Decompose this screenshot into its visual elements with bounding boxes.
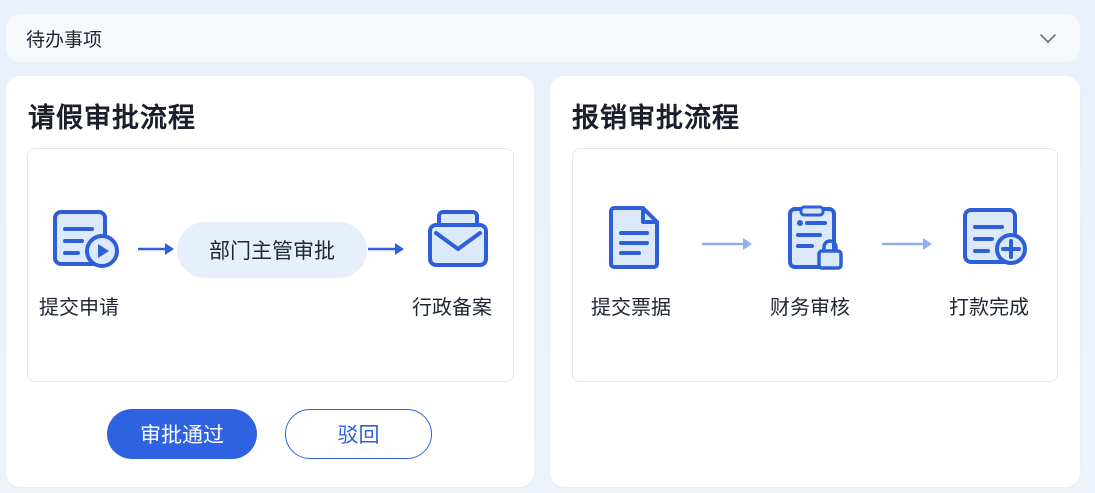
arrow-right-icon (138, 243, 174, 255)
reimbursement-approval-card: 报销审批流程 提交票据 财务审核 (550, 76, 1080, 487)
reimb-step-audit-label: 财务审核 (770, 295, 850, 319)
document-icon (609, 206, 659, 269)
reimb-step-paid-label: 打款完成 (949, 295, 1029, 319)
chevron-down-icon[interactable] (1038, 28, 1058, 48)
clipboard-lock-icon (788, 205, 843, 270)
arrow-right-icon (882, 238, 932, 250)
leave-step-submit-label: 提交申请 (39, 295, 119, 319)
arrow-right-icon (368, 243, 404, 255)
approve-button[interactable]: 审批通过 (107, 409, 257, 459)
reimb-flow-box: 提交票据 财务审核 (572, 148, 1058, 382)
leave-step-dept-pill: 部门主管审批 (177, 222, 367, 278)
leave-step-filing-label: 行政备案 (412, 295, 492, 319)
reimb-step-submit-label: 提交票据 (591, 295, 671, 319)
todo-dropdown[interactable]: 待办事项 (6, 14, 1080, 62)
leave-flow-box: 提交申请 部门主管审批 行政备案 (27, 148, 514, 382)
leave-approval-card: 请假审批流程 提交申请 部门主管审批 行政备案 (6, 76, 534, 487)
form-plus-icon (963, 208, 1027, 265)
leave-card-title: 请假审批流程 (28, 103, 196, 134)
reimb-card-title: 报销审批流程 (572, 103, 740, 134)
mail-tray-icon (428, 210, 488, 267)
reject-button[interactable]: 驳回 (285, 409, 432, 459)
arrow-right-icon (702, 238, 752, 250)
form-play-icon (53, 210, 119, 268)
todo-title: 待办事项 (26, 28, 103, 51)
